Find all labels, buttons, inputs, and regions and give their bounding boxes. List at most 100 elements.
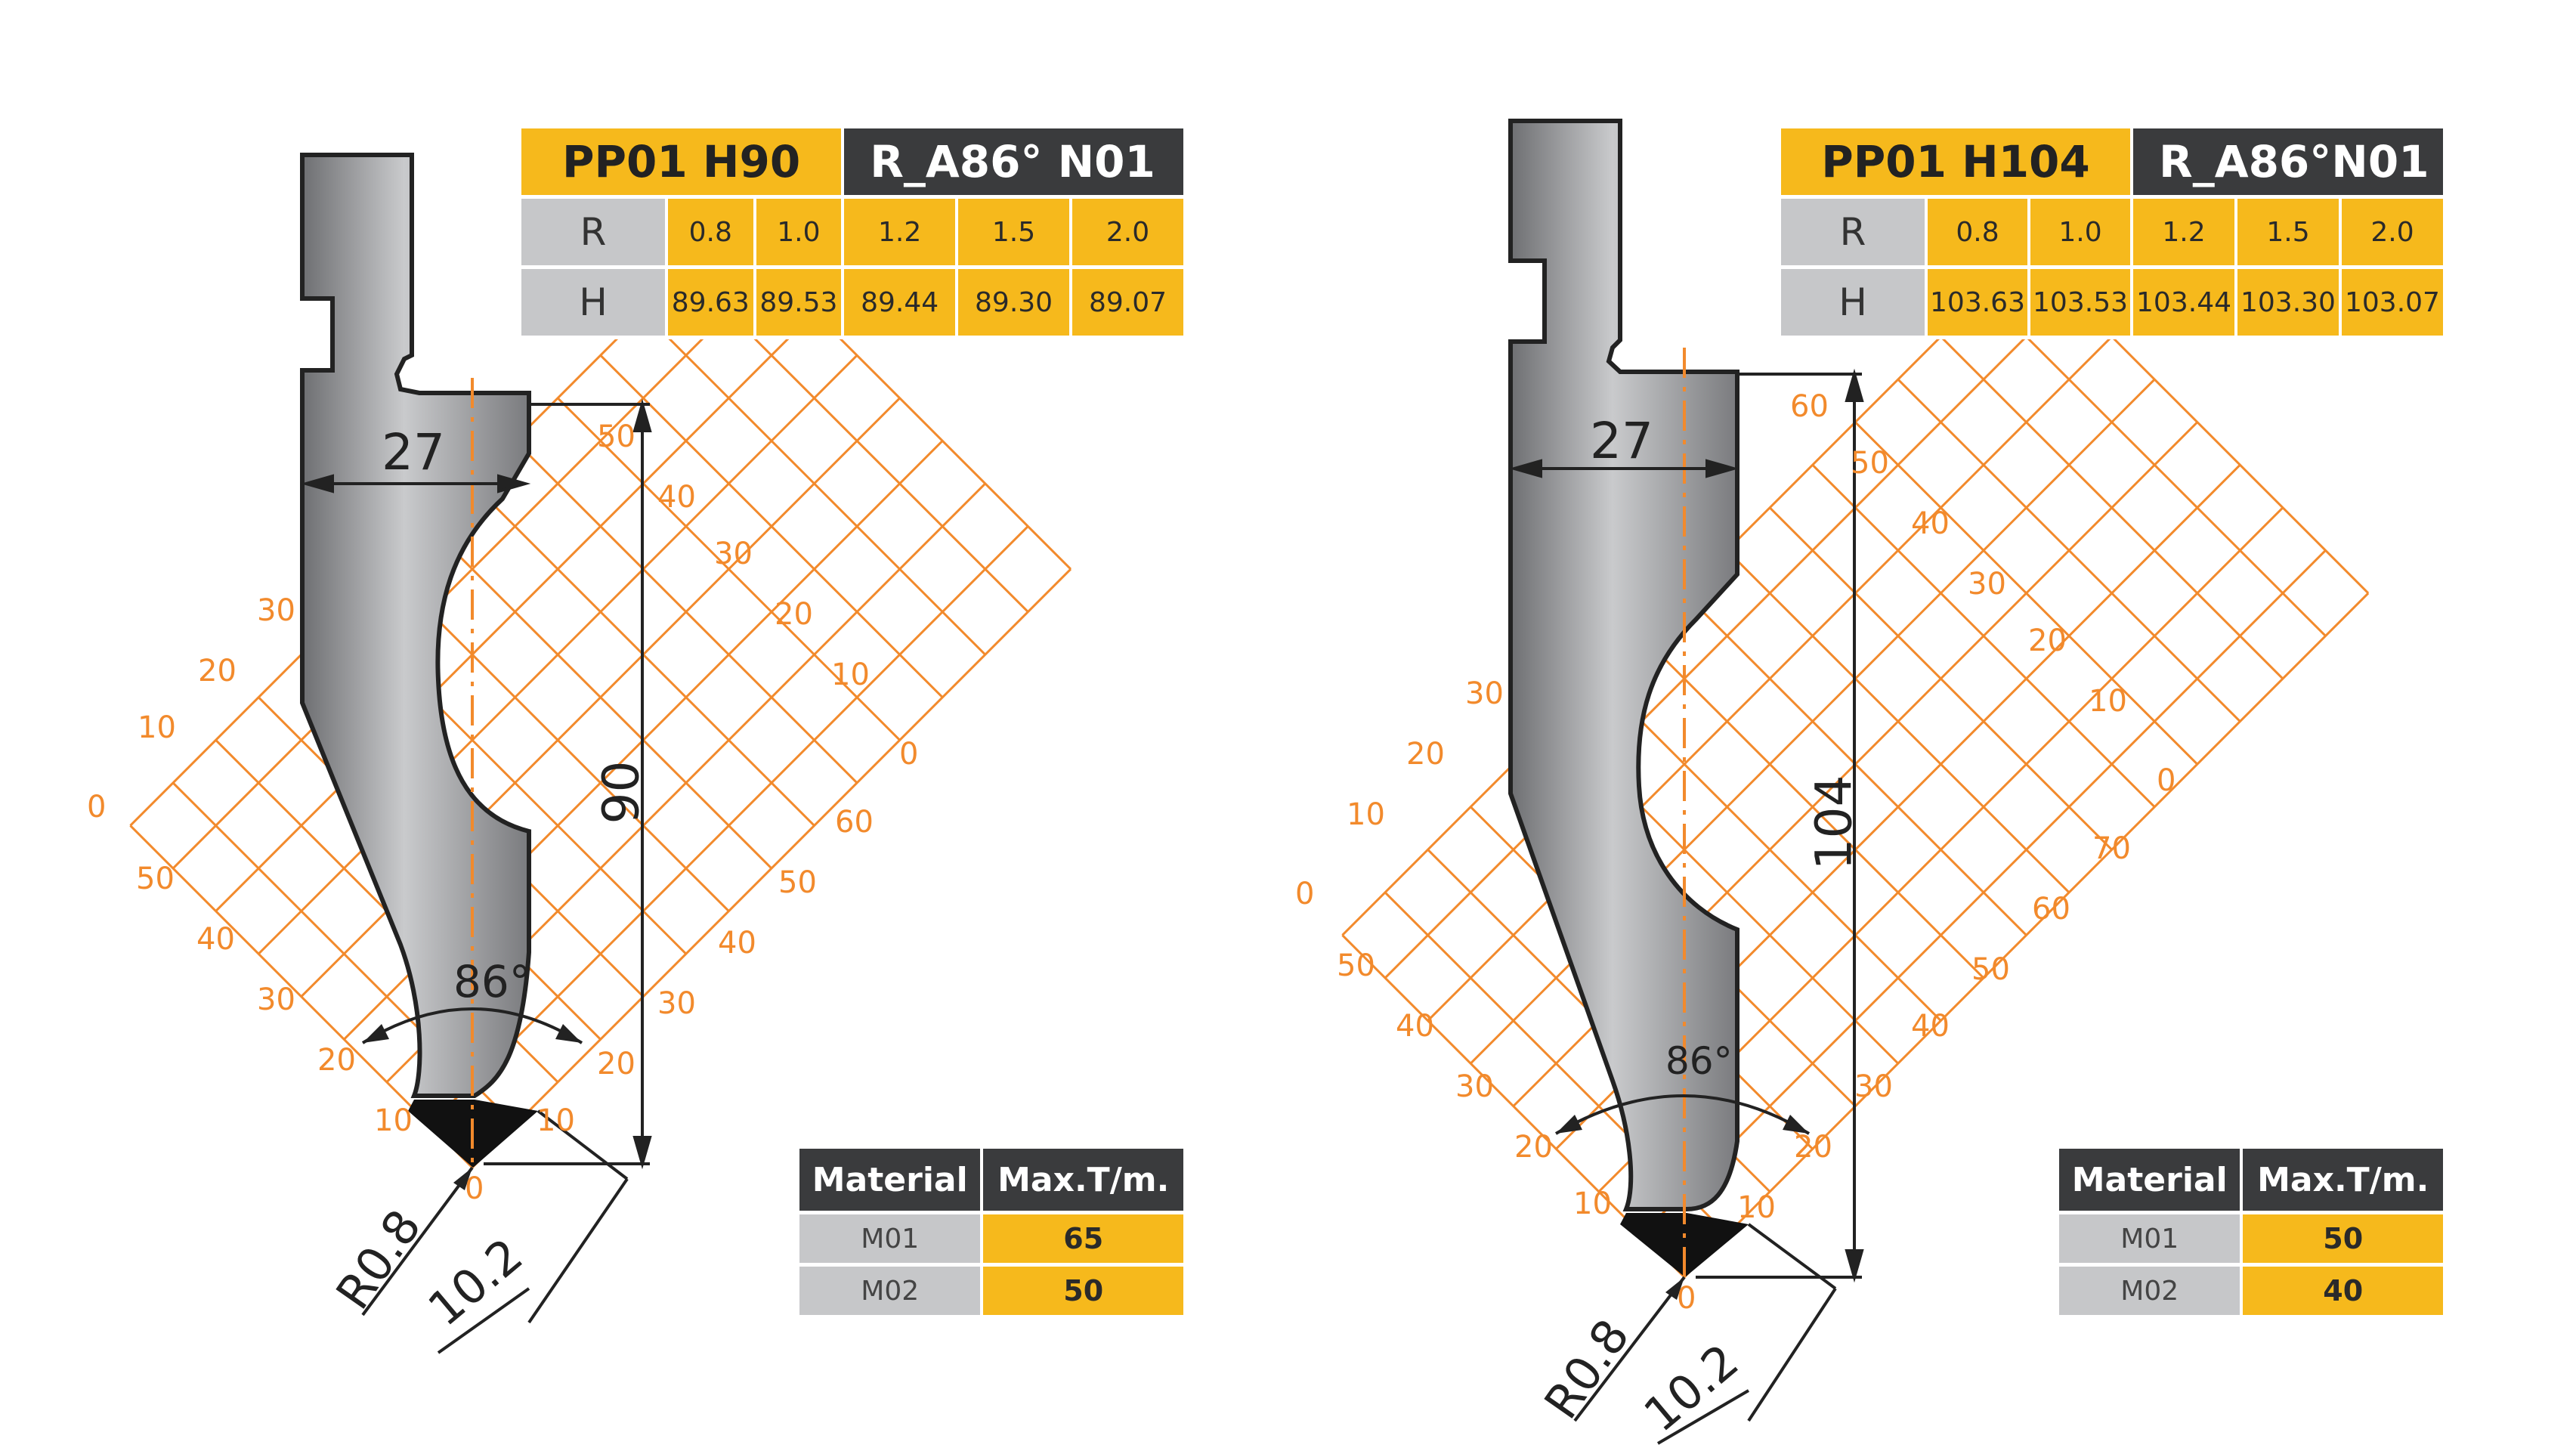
grid-line <box>1427 336 2113 1022</box>
spec-table-h90: PP01 H90 R_A86° N01 R 0.8 1.0 1.2 1.5 2.… <box>521 128 1186 339</box>
material-header: Material <box>799 1149 984 1214</box>
height-dimension <box>1696 368 1864 1283</box>
grid-label: 10 <box>537 1103 575 1138</box>
grid-label: 20 <box>1406 737 1445 772</box>
grid-label: 20 <box>198 654 237 688</box>
grid-label: 40 <box>657 480 696 515</box>
h-value: 89.63 <box>666 267 756 339</box>
tool-subtitle: R_A86° N01 <box>843 128 1186 199</box>
material-name: M02 <box>799 1264 984 1319</box>
h-value: 103.07 <box>2339 267 2447 339</box>
grid-label: 20 <box>317 1043 356 1078</box>
h-row-label: H <box>521 267 668 339</box>
grid-origin-label: 0 <box>465 1171 484 1206</box>
max-header: Max.T/m. <box>2241 1149 2446 1214</box>
grid-label: 30 <box>257 982 295 1017</box>
dim-angle-label: 86° <box>453 956 531 1007</box>
dim-angle-label: 86° <box>1665 1039 1733 1083</box>
grid-line <box>172 268 773 870</box>
r-value: 1.2 <box>843 196 959 269</box>
h-value: 89.44 <box>843 267 959 339</box>
dim-width-label: 27 <box>382 423 445 481</box>
height-dimension <box>484 398 652 1170</box>
r-value: 0.8 <box>1926 196 2031 269</box>
grid-label: 10 <box>831 657 870 692</box>
tool-title: PP01 H90 <box>521 128 845 199</box>
width-dimension <box>1508 459 1739 478</box>
grid-label: 20 <box>775 597 813 632</box>
grid-line <box>258 354 858 955</box>
material-max: 50 <box>2241 1212 2446 1267</box>
grid-label: 20 <box>597 1047 635 1081</box>
grid-line <box>1683 592 2370 1279</box>
spec-table-h104: PP01 H104 R_A86°N01 R 0.8 1.0 1.2 1.5 2.… <box>1781 128 2447 339</box>
grid-label: 50 <box>597 419 635 454</box>
grid-label: 30 <box>257 593 295 628</box>
grid-label: 0 <box>1295 877 1315 911</box>
punch-body <box>300 153 531 1098</box>
material-max: 40 <box>2241 1264 2446 1319</box>
diagram-pp01-h90: 27 90 86° R0.8 10.2 50 40 30 20 10 0 60 … <box>87 128 1186 1354</box>
grid-label: 40 <box>196 922 235 957</box>
grid-label: 60 <box>2032 892 2070 927</box>
punch-body <box>1508 119 1739 1211</box>
material-name: M01 <box>2059 1212 2244 1267</box>
material-header: Material <box>2059 1149 2244 1214</box>
grid-label: 10 <box>2089 684 2127 719</box>
grid-label: 30 <box>1455 1069 1494 1104</box>
grid-label: 30 <box>1465 676 1504 711</box>
radius-leader <box>361 1166 474 1316</box>
grid-label: 40 <box>1911 1009 1950 1044</box>
grid-label: 50 <box>1337 948 1375 983</box>
grid-label: 20 <box>1514 1130 1553 1165</box>
r-row-label: R <box>521 196 668 269</box>
punch-tip <box>1620 1213 1749 1277</box>
material-max: 50 <box>982 1264 1186 1319</box>
grid-label: 50 <box>136 862 175 896</box>
tool-title: PP01 H104 <box>1781 128 2134 199</box>
grid-label: 60 <box>1790 389 1829 424</box>
h-value: 103.53 <box>2029 267 2134 339</box>
grid-label: 30 <box>1854 1069 1893 1104</box>
grid-label: 10 <box>1347 797 1385 832</box>
grid-label: 50 <box>1971 952 2010 987</box>
grid-h90 <box>129 226 1072 1169</box>
h-value: 103.63 <box>1926 267 2031 339</box>
grid-label: 30 <box>1968 567 2006 602</box>
grid-label: 20 <box>2028 623 2067 658</box>
grid-line <box>471 568 1072 1169</box>
grid-label: 10 <box>1737 1190 1776 1225</box>
angle-arc <box>1554 1094 1811 1135</box>
h-value: 103.44 <box>2132 267 2237 339</box>
dim-height-label: 104 <box>1804 775 1863 871</box>
grid-label: 50 <box>1851 446 1889 481</box>
grid-line <box>1641 549 2327 1236</box>
diagram-pp01-h104: 27 104 86° R0.8 10.2 60 50 40 30 20 10 0… <box>1288 0 2575 1451</box>
grid-label: 0 <box>899 737 919 772</box>
grid-line <box>1384 292 2070 979</box>
grid-line <box>215 311 815 912</box>
dim-height-label: 90 <box>592 760 651 825</box>
width-dimension <box>300 474 531 493</box>
grid-label: 20 <box>1794 1130 1832 1165</box>
grid-origin-label: 0 <box>1677 1281 1696 1316</box>
r-value: 1.5 <box>957 196 1072 269</box>
grid-label: 30 <box>657 986 696 1021</box>
grid-label: 30 <box>714 537 753 571</box>
grid-label: 40 <box>1396 1009 1434 1044</box>
grid-label: 10 <box>374 1103 413 1138</box>
grid-line <box>428 525 1029 1126</box>
h-value: 89.07 <box>1071 267 1186 339</box>
tip-dimension <box>1656 1223 1837 1445</box>
punch-drawing-h104 <box>1341 119 2370 1445</box>
grid-label: 50 <box>778 865 817 900</box>
material-name: M02 <box>2059 1264 2244 1319</box>
grid-label: 40 <box>718 926 756 961</box>
r-row-label: R <box>1781 196 1928 269</box>
h-value: 89.30 <box>957 267 1072 339</box>
r-value: 0.8 <box>666 196 756 269</box>
material-max: 65 <box>982 1212 1186 1267</box>
grid-label: 60 <box>835 805 874 840</box>
r-value: 1.2 <box>2132 196 2237 269</box>
material-table-h90: Material Max.T/m. M01 65 M02 50 <box>799 1149 1186 1319</box>
